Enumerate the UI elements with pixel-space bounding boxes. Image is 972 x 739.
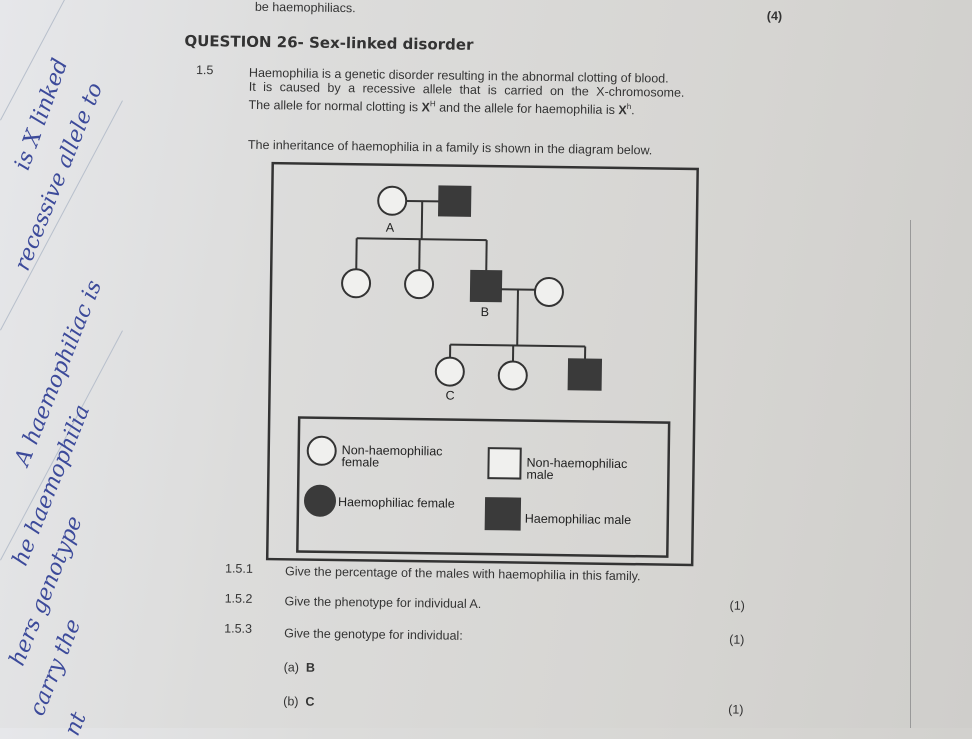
label-c: C [445, 390, 454, 402]
female-unaffected [499, 361, 527, 389]
sub-label: (a) [284, 660, 299, 674]
male-affected [439, 186, 470, 215]
legend-unaffected-male-icon [488, 448, 520, 478]
question-text: Give the phenotype for individual A. [285, 595, 482, 611]
question-text: Give the genotype for individual: [284, 627, 463, 642]
question-marks: (1) [729, 634, 744, 647]
sub-value: B [306, 661, 315, 675]
label-b: B [481, 306, 490, 318]
question-number: 1.5.1 [225, 562, 253, 575]
legend-haemophiliac-male: Haemophiliac male [525, 513, 631, 526]
female-unaffected [405, 270, 433, 298]
female-unaffected [535, 278, 563, 306]
male-affected-b [471, 271, 501, 301]
female-unaffected-c [436, 357, 464, 385]
question-marks: (1) [728, 703, 743, 716]
sub-question-a: (a) B [284, 661, 315, 674]
legend-non-haemophiliac-female: Non-haemophiliac female [341, 444, 442, 469]
sub-label: (b) [283, 694, 298, 708]
question-marks: (1) [729, 600, 744, 613]
label-a: A [386, 222, 395, 234]
legend-unaffected-female-icon [308, 437, 336, 465]
legend-non-haemophiliac-male: Non-haemophiliac male [526, 457, 627, 482]
legend-affected-male-icon [486, 498, 520, 529]
legend-haemophiliac-female: Haemophiliac female [338, 496, 455, 510]
female-unaffected [342, 269, 370, 297]
legend-affected-female-icon [305, 486, 335, 516]
female-unaffected [378, 187, 406, 215]
sub-question-b: (b) C [283, 695, 314, 708]
legend-frame [297, 417, 669, 556]
male-affected [569, 359, 601, 389]
question-number: 1.5.2 [225, 592, 253, 605]
question-number: 1.5.3 [224, 622, 252, 635]
sub-value: C [305, 695, 314, 709]
